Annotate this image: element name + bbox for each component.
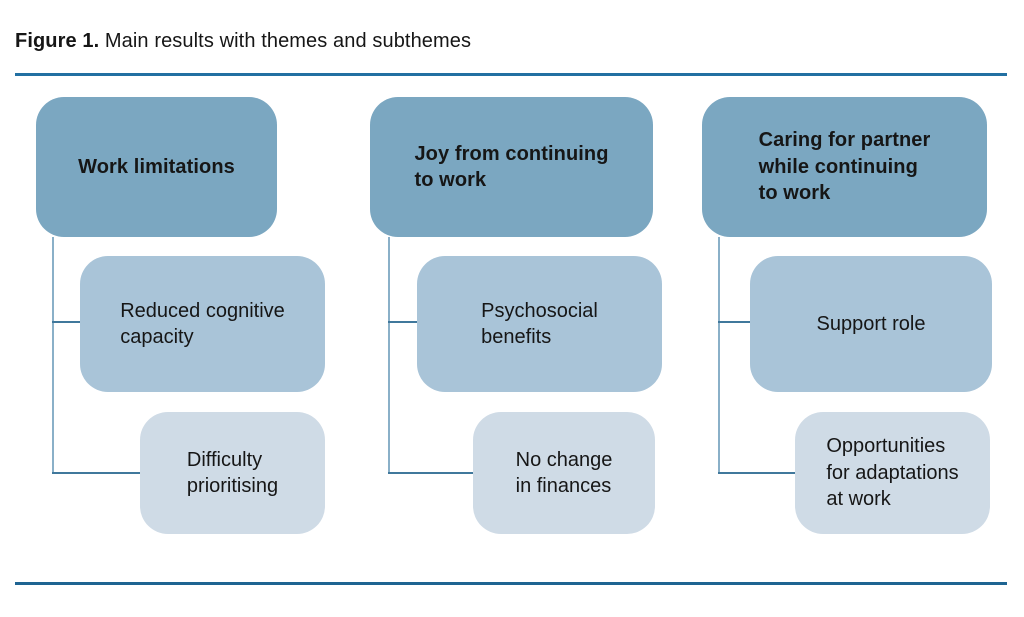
bottom-rule (15, 582, 1007, 585)
subtheme-box-no-change-in-finances: No change in finances (473, 412, 655, 534)
connector-stub-col3-sub2 (718, 472, 797, 474)
subtheme-box-difficulty-prioritising: Difficulty prioritising (140, 412, 325, 534)
subtheme-box-support-role: Support role (750, 256, 992, 392)
connector-vertical-col1 (52, 237, 54, 474)
connector-stub-col2-sub2 (388, 472, 475, 474)
connector-vertical-col3 (718, 237, 720, 474)
connector-stub-col1-sub2 (52, 472, 142, 474)
theme-label: Work limitations (78, 155, 235, 178)
top-rule (15, 73, 1007, 76)
subtheme-label: Difficulty prioritising (186, 448, 279, 497)
subtheme-label: No change in finances (515, 448, 613, 497)
subtheme-label: Reduced cognitive capacity (120, 299, 285, 348)
figure-label: Figure 1. (15, 30, 100, 52)
theme-box-work-limitations: Work limitations (36, 97, 277, 237)
connector-stub-col1-sub1 (52, 321, 82, 323)
theme-label: Caring for partner while continuing to w… (758, 129, 931, 205)
subtheme-box-psychosocial-benefits: Psychosocial benefits (417, 256, 662, 392)
subtheme-box-reduced-cognitive-capacity: Reduced cognitive capacity (80, 256, 325, 392)
figure-title: Figure 1. Main results with themes and s… (15, 30, 471, 53)
figure-caption: Main results with themes and subthemes (99, 30, 472, 52)
subtheme-label: Support role (816, 312, 926, 335)
theme-box-joy-from-continuing-to-work: Joy from continuing to work (370, 97, 653, 237)
theme-label: Joy from continuing to work (414, 142, 609, 191)
connector-vertical-col2 (388, 237, 390, 474)
subtheme-box-opportunities-for-adaptations: Opportunities for adaptations at work (795, 412, 990, 534)
subtheme-label: Psychosocial benefits (481, 299, 598, 348)
connector-stub-col3-sub1 (718, 321, 752, 323)
connector-stub-col2-sub1 (388, 321, 419, 323)
theme-box-caring-for-partner: Caring for partner while continuing to w… (702, 97, 987, 237)
subtheme-label: Opportunities for adaptations at work (826, 435, 959, 511)
